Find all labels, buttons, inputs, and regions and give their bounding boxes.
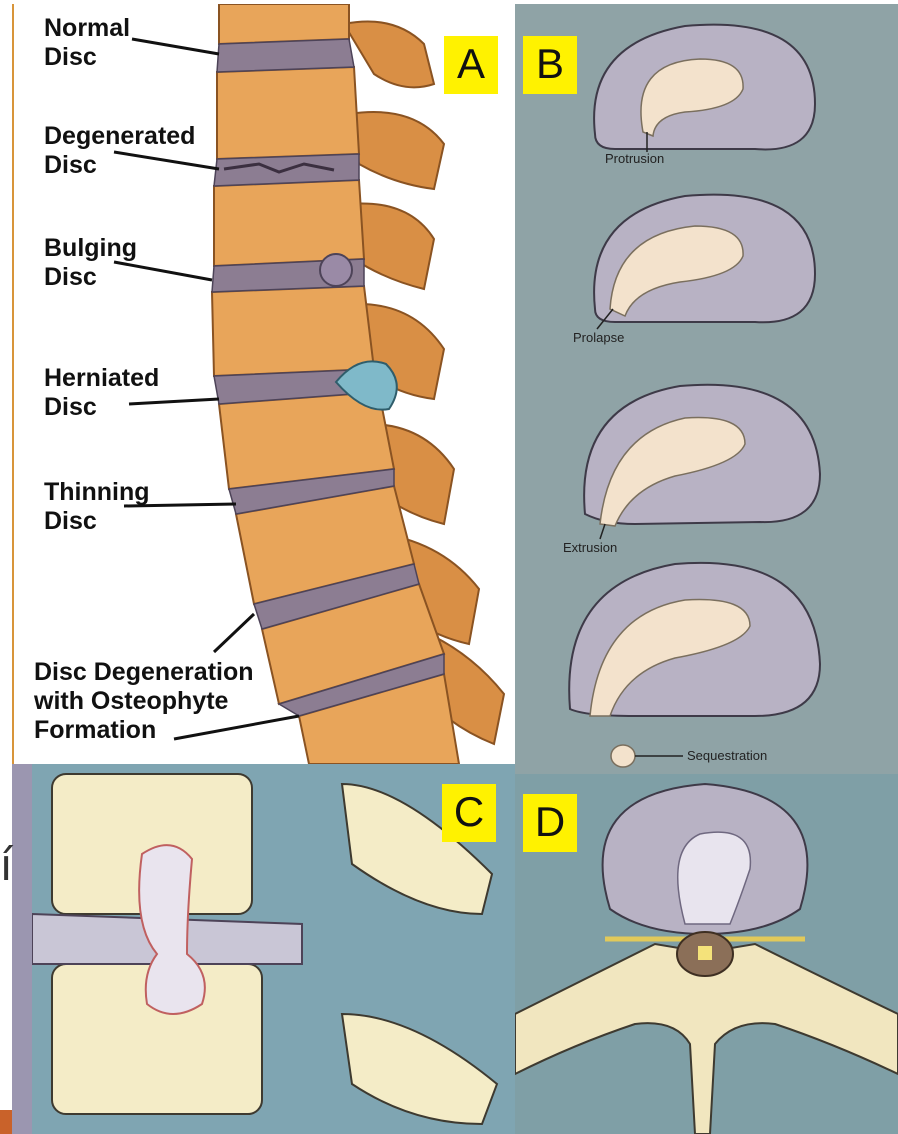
vertebral-section-illustration — [12, 764, 515, 1134]
label-normal-disc: Normal Disc — [44, 14, 130, 72]
partial-side-character: í — [0, 840, 12, 891]
label-bulging-disc: Bulging Disc — [44, 234, 137, 292]
label-prolapse: Prolapse — [573, 330, 624, 345]
panel-c-schmorl-node-illustration: C — [12, 764, 515, 1134]
label-sequestration: Sequestration — [687, 748, 767, 763]
label-protrusion: Protrusion — [605, 151, 664, 166]
label-disc-degeneration-osteophyte: Disc Degeneration with Osteophyte Format… — [34, 658, 254, 745]
panel-letter-c: C — [442, 784, 496, 842]
label-thinning-disc: Thinning Disc — [44, 478, 150, 536]
panel-b-herniation-stages: Protrusion Prolapse Extrusion Sequestrat… — [515, 4, 898, 774]
label-herniated-disc: Herniated Disc — [44, 364, 159, 422]
panel-letter-a: A — [444, 36, 498, 94]
slide-accent-mark — [0, 1110, 12, 1134]
label-degenerated-disc: Degenerated Disc — [44, 122, 195, 180]
panel-a-spine-illustration: Normal Disc Degenerated Disc Bulging Dis… — [12, 4, 515, 764]
panel-d-axial-herniation-illustration: D — [515, 774, 898, 1134]
panel-letter-d: D — [523, 794, 577, 852]
label-extrusion: Extrusion — [563, 540, 617, 555]
herniation-stages-illustration — [515, 4, 898, 774]
panel-letter-b: B — [523, 36, 577, 94]
